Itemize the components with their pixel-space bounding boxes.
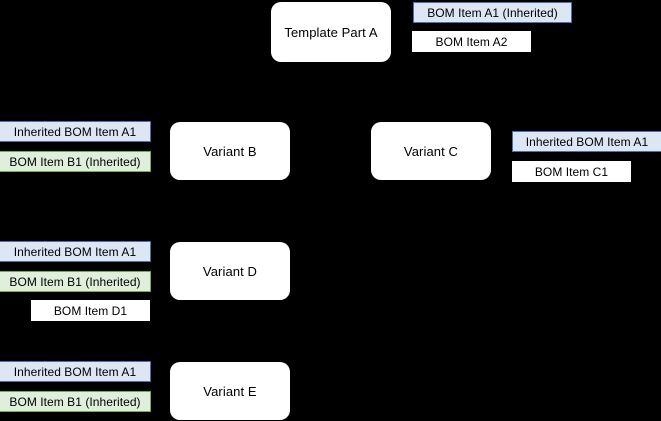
node-label: Variant D: [202, 263, 258, 279]
bom-chip-variant-b-item-a1[interactable]: Inherited BOM Item A1: [0, 121, 151, 142]
bom-chip-variant-d-item-d1[interactable]: BOM Item D1: [31, 300, 150, 321]
node-label: Template Part A: [284, 24, 378, 40]
node-variant-e[interactable]: Variant E: [170, 362, 290, 420]
bom-chip-variant-e-item-b1[interactable]: BOM Item B1 (Inherited): [0, 391, 151, 412]
bom-chip-label: Inherited BOM Item A1: [525, 134, 649, 149]
bom-chip-label: BOM Item A1 (Inherited): [427, 5, 558, 20]
bom-chip-label: Inherited BOM Item A1: [13, 124, 137, 139]
bom-chip-variant-c-item-c1[interactable]: BOM Item C1: [512, 161, 631, 182]
node-template-part-a[interactable]: Template Part A: [271, 2, 391, 62]
bom-chip-variant-c-item-a1[interactable]: Inherited BOM Item A1: [512, 131, 661, 152]
bom-chip-template-a-item-a1[interactable]: BOM Item A1 (Inherited): [413, 2, 572, 23]
bom-chip-label: BOM Item B1 (Inherited): [9, 394, 141, 409]
bom-chip-variant-e-item-a1[interactable]: Inherited BOM Item A1: [0, 361, 151, 382]
node-variant-b[interactable]: Variant B: [170, 122, 290, 180]
node-label: Variant E: [203, 383, 257, 399]
bom-chip-variant-d-item-b1[interactable]: BOM Item B1 (Inherited): [0, 271, 151, 292]
node-variant-d[interactable]: Variant D: [170, 242, 290, 300]
bom-chip-label: BOM Item D1: [53, 303, 128, 318]
node-variant-c[interactable]: Variant C: [371, 122, 491, 180]
bom-chip-variant-d-item-a1[interactable]: Inherited BOM Item A1: [0, 241, 151, 262]
bom-chip-label: BOM Item B1 (Inherited): [9, 154, 141, 169]
bom-chip-label: Inherited BOM Item A1: [13, 244, 137, 259]
node-label: Variant C: [403, 143, 459, 159]
bom-chip-label: BOM Item A2: [435, 34, 508, 49]
bom-chip-label: Inherited BOM Item A1: [13, 364, 137, 379]
bom-chip-label: BOM Item C1: [534, 164, 609, 179]
node-label: Variant B: [203, 143, 257, 159]
bom-chip-template-a-item-a2[interactable]: BOM Item A2: [412, 31, 531, 52]
bom-chip-variant-b-item-b1[interactable]: BOM Item B1 (Inherited): [0, 151, 151, 172]
bom-chip-label: BOM Item B1 (Inherited): [9, 274, 141, 289]
